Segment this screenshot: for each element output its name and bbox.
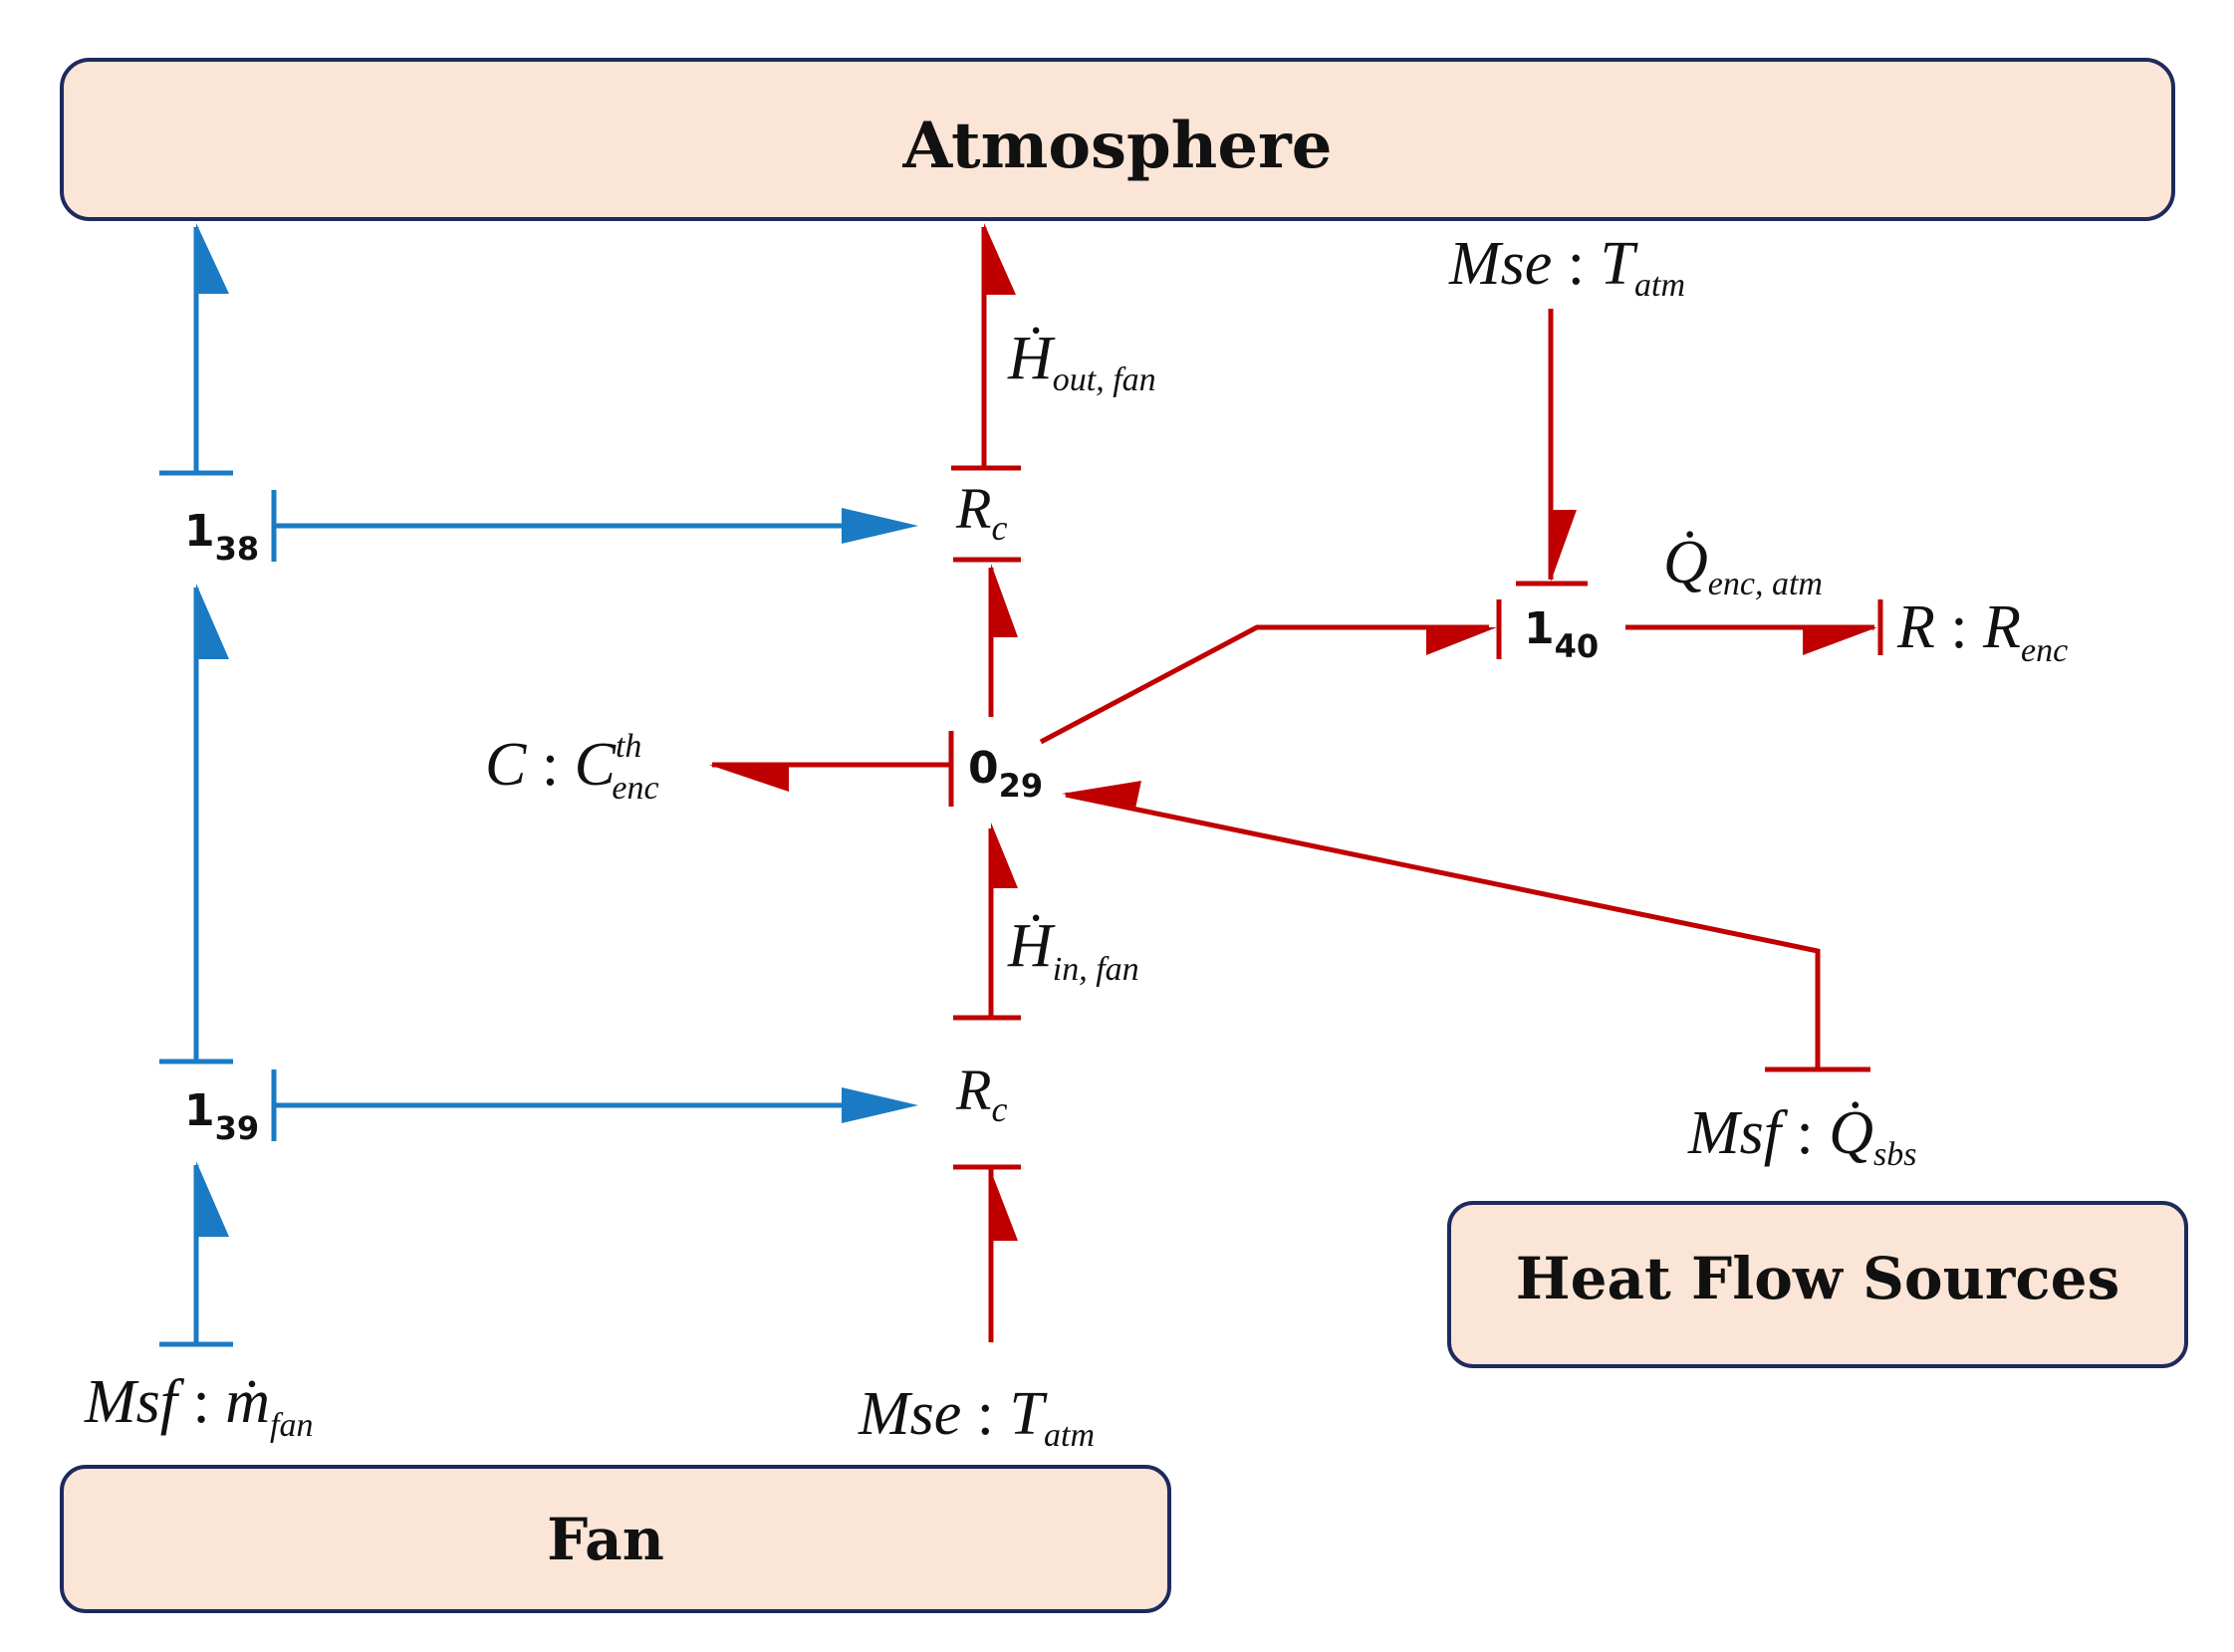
- msf-q-sbs-label: Msf : Q̇sbs: [1687, 1099, 1916, 1173]
- rc-bottom-label: Rc: [955, 1058, 1007, 1129]
- junction-1-38: 138: [184, 506, 259, 568]
- junction-0-29: 029: [968, 743, 1043, 805]
- mse-t-atm-bottom-label: Mse : Tatm: [858, 1380, 1095, 1454]
- blue-bonds: [159, 223, 918, 1347]
- fan-label: Fan: [547, 1506, 664, 1573]
- bond-j38-to-atmosphere: [159, 223, 233, 476]
- rc-top-label: Rc: [955, 476, 1007, 548]
- mse-t-atm-top-label: Mse : Tatm: [1448, 230, 1685, 304]
- r-enc-label: R : Renc: [1896, 593, 2068, 669]
- red-bonds: [709, 223, 1883, 1342]
- bond-mse-top-to-j40: [1516, 309, 1588, 587]
- bond-j29-to-j40: [1039, 599, 1502, 745]
- bond-rc-top-to-atmosphere: [951, 223, 1021, 471]
- q-enc-atm-label: Q̇enc, atm: [1663, 529, 1823, 602]
- fan-box: Fan: [60, 1465, 1171, 1613]
- atmosphere-label: Atmosphere: [902, 109, 1333, 183]
- heat-flow-sources-box: Heat Flow Sources: [1447, 1201, 2188, 1368]
- bond-msf-qsbs-to-j29: [1062, 781, 1870, 1072]
- junction-1-40: 140: [1524, 603, 1599, 665]
- bond-j29-to-c-enc: [709, 731, 954, 807]
- atmosphere-box: Atmosphere: [60, 58, 2175, 221]
- heat-flow-sources-label: Heat Flow Sources: [1516, 1245, 2119, 1312]
- junction-1-39: 139: [184, 1085, 259, 1147]
- msf-m-fan-label: Msf : ṁfan: [84, 1368, 313, 1444]
- h-out-fan-label: Ḣout, fan: [1007, 325, 1156, 398]
- bond-j29-to-rc-top: [953, 557, 1021, 717]
- bond-j39-to-rc-bottom: [271, 1069, 918, 1141]
- h-in-fan-label: Ḣin, fan: [1007, 912, 1139, 988]
- bond-j39-to-j38: [159, 584, 233, 1064]
- bond-j40-to-r-enc: [1625, 599, 1883, 655]
- bond-mse-bottom-to-rc-bottom: [953, 1164, 1021, 1342]
- bond-hin-to-j29: [953, 823, 1021, 1021]
- bond-msf-to-j39: [159, 1161, 233, 1347]
- bond-j38-to-rc-top: [271, 490, 918, 562]
